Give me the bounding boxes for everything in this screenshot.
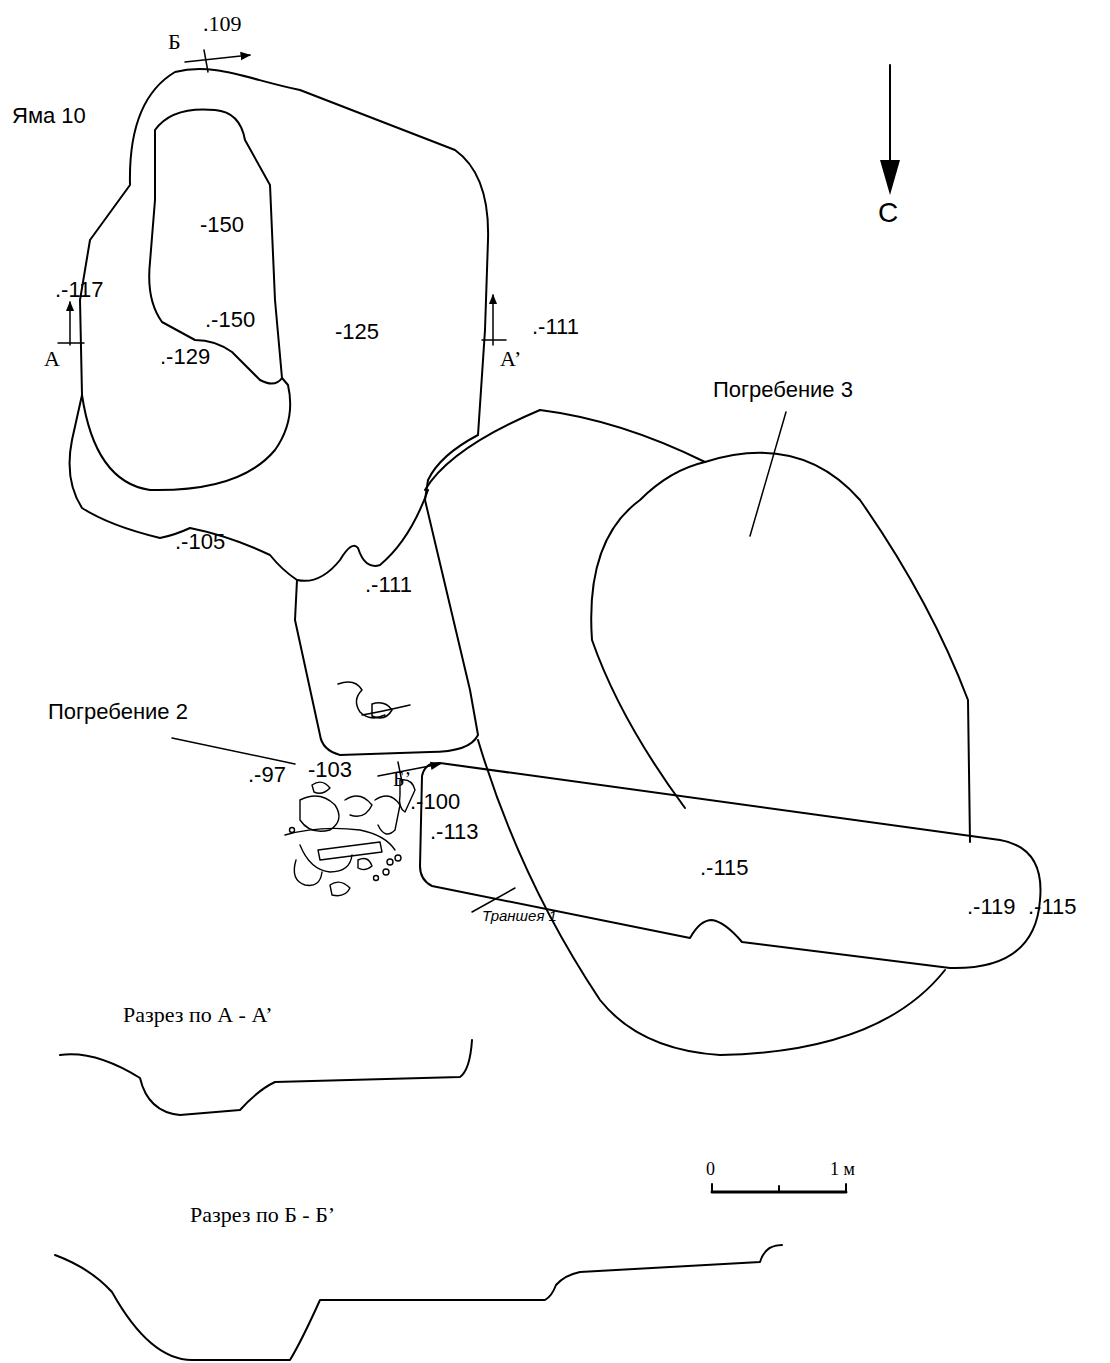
elevation-mark: .-111 bbox=[532, 315, 579, 339]
elevation-mark: -150 bbox=[200, 213, 244, 237]
elevation-mark: .-129 bbox=[160, 345, 210, 369]
elevation-mark: .109 bbox=[203, 12, 242, 36]
elevation-mark: .-97 bbox=[248, 763, 286, 787]
feature-label: Траншея 1 bbox=[482, 908, 557, 925]
elevation-mark: С bbox=[878, 198, 898, 229]
trench-outline bbox=[420, 763, 1041, 968]
elevation-mark: .-115 bbox=[1028, 895, 1077, 919]
elevation-mark: А’ bbox=[500, 347, 521, 371]
elevation-mark: Б’ bbox=[393, 768, 411, 790]
feature-name: Погребение 2 bbox=[48, 700, 188, 724]
pit-outline bbox=[70, 69, 489, 755]
feature-label: Погребение 3 bbox=[713, 378, 853, 402]
elevation-mark: Разрез по А - А’ bbox=[123, 1003, 273, 1027]
pit-middle-contour bbox=[82, 378, 290, 490]
elevation-mark: .-117 bbox=[55, 278, 104, 302]
elevation-mark: .-100 bbox=[410, 790, 460, 814]
elevation-mark: А bbox=[44, 347, 60, 371]
elevation-mark: 0 bbox=[706, 1160, 715, 1180]
elevation-mark: .-111 bbox=[365, 573, 412, 597]
elevation-mark: .-105 bbox=[175, 530, 225, 554]
pit-step bbox=[297, 490, 428, 581]
elevation-mark: -103 bbox=[308, 758, 352, 782]
section-profile bbox=[60, 1040, 472, 1115]
feature-name: Погребение 3 bbox=[713, 378, 853, 402]
feature-label: Погребение 2 bbox=[48, 700, 188, 724]
feature-name: Траншея 1 bbox=[482, 908, 557, 925]
elevation-mark: Б bbox=[168, 30, 181, 54]
burial-3-pit bbox=[591, 453, 970, 842]
burial-3-outer bbox=[425, 410, 705, 490]
leader-line bbox=[172, 412, 786, 912]
elevation-mark: 1 м bbox=[830, 1160, 855, 1180]
feature-name: Яма 10 bbox=[12, 104, 86, 128]
burial-2-find bbox=[338, 682, 410, 718]
elevation-mark: .-119 bbox=[967, 895, 1016, 919]
burial-3-outer bbox=[478, 740, 945, 1055]
elevation-mark: .-115 bbox=[700, 856, 749, 880]
burial-2-bones bbox=[285, 780, 415, 896]
elevation-mark: .-150 bbox=[205, 308, 255, 332]
section-mark bbox=[58, 50, 506, 782]
elevation-mark: -125 bbox=[335, 320, 379, 344]
scale-bar bbox=[712, 1184, 846, 1192]
elevation-mark: .-113 bbox=[430, 820, 479, 844]
feature-label: Яма 10 bbox=[12, 104, 86, 128]
elevation-mark: Разрез по Б - Б’ bbox=[190, 1203, 335, 1227]
north-arrow-head bbox=[880, 160, 900, 195]
pit-deep-contour bbox=[149, 109, 282, 383]
section-profile bbox=[55, 1245, 782, 1360]
